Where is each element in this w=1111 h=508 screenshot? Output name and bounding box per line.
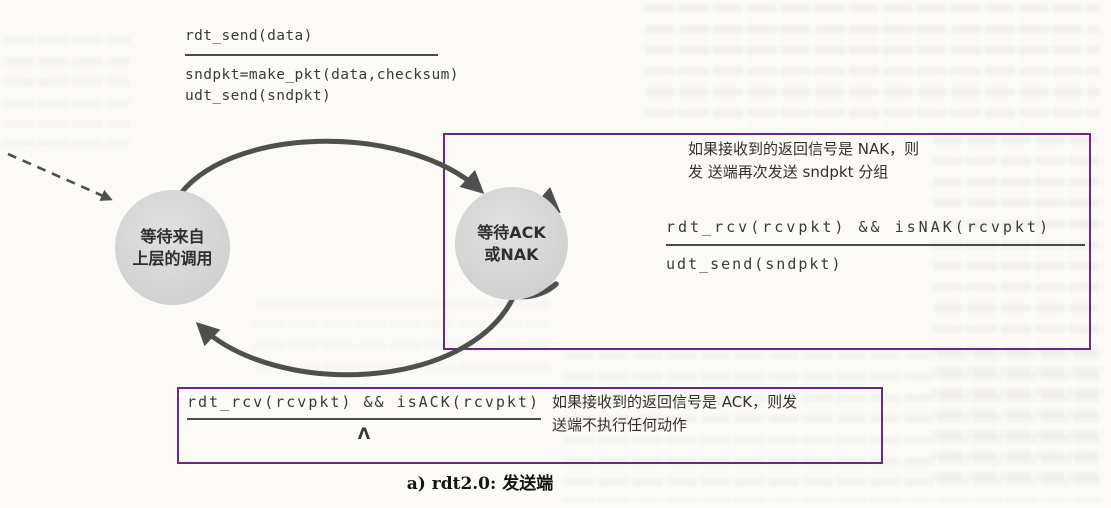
- transition-event: rdt_rcv(rcvpkt) && isNAK(rcvpkt): [666, 218, 1051, 236]
- transition-event: rdt_rcv(rcvpkt) && isACK(rcvpkt): [187, 393, 540, 411]
- state-label-line: 上层的调用: [132, 248, 213, 268]
- note-line: 如果接收到的返回信号是 NAK，则: [688, 140, 920, 158]
- state-wait-for-call: 等待来自 上层的调用: [115, 190, 230, 305]
- transition-label-ack: rdt_rcv(rcvpkt) && isACK(rcvpkt) Λ: [187, 393, 541, 443]
- note-line: 送端不执行任何动作: [552, 416, 688, 434]
- bleed-through-texture: [640, 4, 1100, 130]
- transition-action: udt_send(sndpkt): [185, 88, 332, 104]
- transition-label-nak: rdt_rcv(rcvpkt) && isNAK(rcvpkt) udt_sen…: [666, 218, 1085, 273]
- transition-event: rdt_send(data): [185, 28, 313, 44]
- bleed-through-texture: [0, 36, 130, 146]
- nak-note-text: 如果接收到的返回信号是 NAK，则 发 送端再次发送 sndpkt 分组: [688, 138, 919, 184]
- state-wait-ack-nak: 等待ACK 或NAK: [455, 187, 568, 300]
- figure-caption: a) rdt2.0: 发送端: [406, 474, 554, 494]
- transition-action: sndpkt=make_pkt(data,checksum): [185, 67, 459, 83]
- ack-note-text: 如果接收到的返回信号是 ACK，则发 送端不执行任何动作: [552, 391, 797, 437]
- transition-action: udt_send(sndpkt): [666, 255, 843, 273]
- ack-annotation-box: [177, 387, 883, 464]
- note-line: 如果接收到的返回信号是 ACK，则发: [552, 393, 798, 411]
- nak-annotation-box: [443, 133, 1091, 350]
- state-label-line: 等待来自: [140, 226, 205, 246]
- transition-label-send: rdt_send(data) sndpkt=make_pkt(data,chec…: [185, 26, 459, 107]
- event-action-divider: [666, 244, 1085, 246]
- no-action-lambda: Λ: [357, 424, 371, 443]
- note-line: 发 送端再次发送 sndpkt 分组: [688, 163, 889, 181]
- event-action-divider: [187, 418, 541, 420]
- event-action-divider: [185, 54, 438, 56]
- state-label-line: 或NAK: [484, 244, 539, 264]
- state-label-line: 等待ACK: [477, 222, 546, 242]
- initial-state-dashed-arrow: [7, 152, 113, 201]
- transition-arrow-send: [173, 138, 485, 203]
